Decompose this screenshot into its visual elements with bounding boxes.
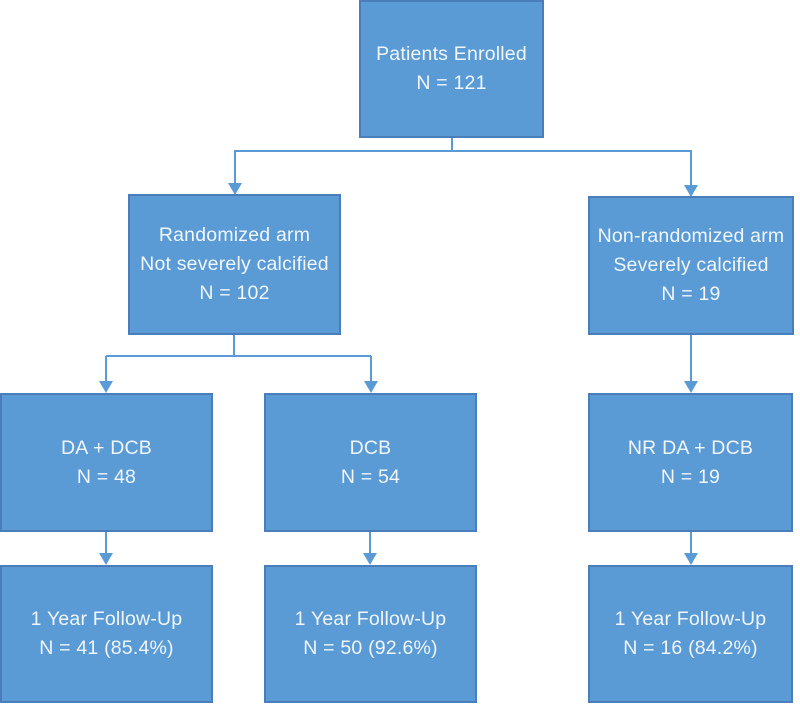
node-line: N = 48 <box>76 465 137 488</box>
connector-enrolled-split <box>228 138 698 197</box>
connector-da-dcb-followup <box>99 532 113 565</box>
connector-dcb-followup <box>363 532 377 565</box>
node-da-dcb: DA + DCB N = 48 <box>0 393 213 532</box>
node-line: N = 102 <box>199 282 270 304</box>
node-line: N = 50 (92.6%) <box>303 637 438 659</box>
node-line: NR DA + DCB <box>627 436 754 459</box>
connector-randomized-split <box>99 335 378 393</box>
node-line: N = 41 (85.4%) <box>39 637 174 659</box>
connector-nonrandomized-down <box>684 335 698 393</box>
node-line: 1 Year Follow-Up <box>294 608 447 630</box>
node-line: N = 19 <box>660 465 721 488</box>
node-line: DCB <box>349 436 392 459</box>
node-line: N = 54 <box>340 465 401 488</box>
node-line: N = 121 <box>416 72 487 94</box>
node-line: N = 19 <box>661 283 721 305</box>
node-line: Not severely calcified <box>140 253 329 275</box>
node-nr-da-dcb: NR DA + DCB N = 19 <box>588 393 793 532</box>
node-non-randomized-arm: Non-randomized arm Severely calcified N … <box>588 196 794 335</box>
node-line: 1 Year Follow-Up <box>614 608 767 630</box>
connector-nr-followup <box>684 532 698 565</box>
node-patients-enrolled: Patients Enrolled N = 121 <box>359 0 544 138</box>
node-line: DA + DCB <box>60 436 152 459</box>
node-randomized-arm: Randomized arm Not severely calcified N … <box>128 194 341 335</box>
node-followup-nr: 1 Year Follow-Up N = 16 (84.2%) <box>588 565 793 703</box>
node-followup-da-dcb: 1 Year Follow-Up N = 41 (85.4%) <box>0 565 213 703</box>
node-line: Non-randomized arm <box>597 225 785 247</box>
node-followup-dcb: 1 Year Follow-Up N = 50 (92.6%) <box>264 565 477 703</box>
node-line: Severely calcified <box>613 254 769 276</box>
node-line: 1 Year Follow-Up <box>30 608 183 630</box>
node-dcb: DCB N = 54 <box>264 393 477 532</box>
node-line: Patients Enrolled <box>376 43 527 65</box>
node-line: Randomized arm <box>158 224 311 246</box>
node-line: N = 16 (84.2%) <box>623 637 758 659</box>
